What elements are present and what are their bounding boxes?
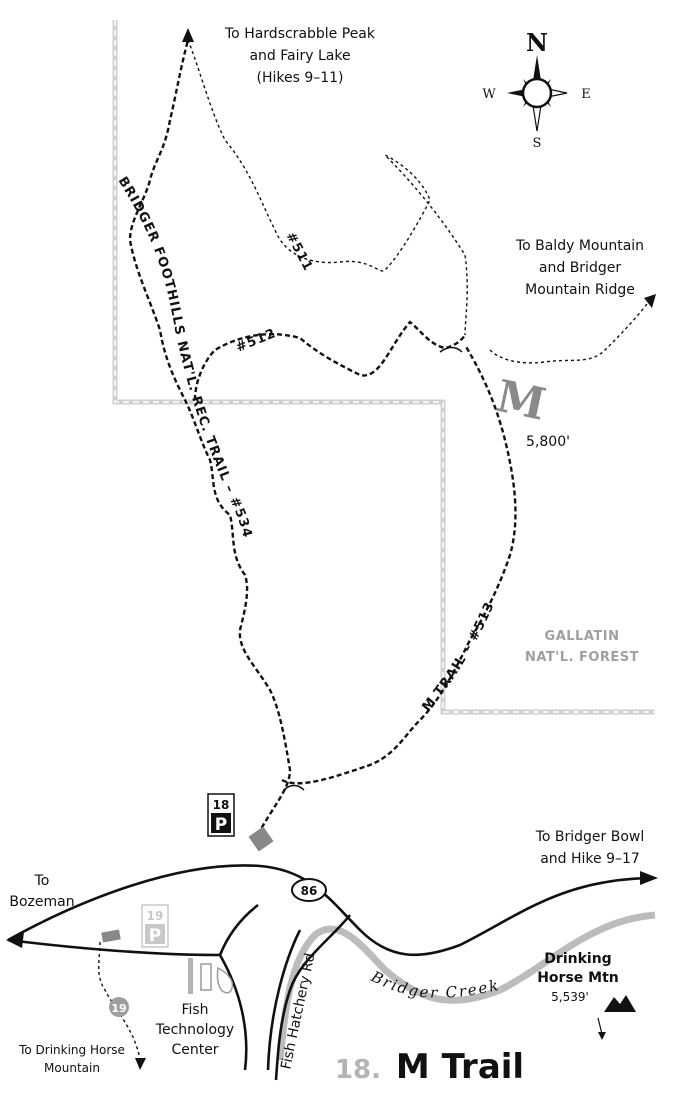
- trail-513: [281, 344, 517, 785]
- label-drinking-horse-peak: Drinking Horse Mtn 5,539': [537, 951, 619, 1004]
- svg-text:Mountain: Mountain: [44, 1061, 100, 1075]
- svg-text:Technology: Technology: [155, 1022, 234, 1038]
- svg-text:P: P: [215, 815, 227, 835]
- drinking-horse-pointer: [597, 1017, 603, 1035]
- trail-534-label: BRIDGER FOOTHILLS NAT'L. REC. TRAIL – #5…: [115, 174, 255, 540]
- trail-drinking-horse: [98, 941, 141, 1061]
- trailhead-lot-19: [101, 929, 121, 943]
- svg-text:To Bridger Bowl: To Bridger Bowl: [535, 829, 645, 845]
- bozeman-road-south: [7, 938, 221, 957]
- north-trail-arrow: [182, 28, 194, 42]
- map-number: 18.: [335, 1055, 381, 1085]
- label-bozeman: To Bozeman: [9, 873, 74, 910]
- svg-text:Bozeman: Bozeman: [9, 894, 74, 910]
- compass-rose-icon: [507, 55, 568, 132]
- fish-center-road: [218, 903, 259, 956]
- svg-text:Mountain Ridge: Mountain Ridge: [525, 282, 635, 298]
- fish-center-building-c: [216, 966, 234, 994]
- roads: [7, 864, 651, 1081]
- drinking-horse-pointer-head: [598, 1032, 606, 1040]
- junction-arrow-513: [283, 784, 305, 791]
- compass-s: S: [533, 136, 542, 151]
- parking-19-icon: 19 P: [141, 904, 169, 948]
- label-fish-center: Fish Technology Center: [155, 1002, 234, 1058]
- trail-512-label: #512: [234, 326, 279, 356]
- fish-center-building-b: [200, 963, 212, 991]
- drinking-horse-arrow: [135, 1058, 146, 1070]
- svg-text:P: P: [149, 926, 161, 946]
- svg-text:Drinking: Drinking: [544, 951, 611, 967]
- svg-text:and Hike 9–17: and Hike 9–17: [540, 851, 640, 867]
- trail-511: [187, 39, 468, 336]
- m-letter: M: [492, 371, 550, 431]
- svg-text:18: 18: [213, 798, 230, 812]
- svg-text:Center: Center: [171, 1042, 218, 1058]
- svg-text:and Fairy Lake: and Fairy Lake: [249, 48, 350, 64]
- svg-text:19: 19: [147, 909, 164, 923]
- trailhead-19-number: 19: [111, 1002, 126, 1015]
- bridger-bowl-arrow: [640, 871, 658, 885]
- fish-center-building-a: [188, 958, 193, 994]
- trailhead-lot-18: [248, 826, 274, 852]
- svg-text:To Hardscrabble Peak: To Hardscrabble Peak: [224, 26, 376, 42]
- compass-e: E: [581, 87, 591, 102]
- compass-n: N: [526, 28, 548, 57]
- trail-512: [193, 320, 467, 401]
- highway-86: [7, 864, 651, 957]
- svg-text:(Hikes 9–11): (Hikes 9–11): [256, 70, 343, 86]
- svg-text:To: To: [34, 873, 50, 889]
- compass-w: W: [482, 87, 496, 102]
- baldy-arrow: [644, 294, 656, 308]
- gallatin-forest-label: GALLATIN NAT'L. FOREST: [525, 629, 639, 665]
- trailhead-19-marker: [109, 997, 129, 1017]
- svg-text:GALLATIN: GALLATIN: [545, 629, 620, 644]
- svg-text:Fish: Fish: [181, 1002, 208, 1018]
- bridger-creek: [276, 911, 656, 1061]
- center-loop-road: [218, 954, 248, 1071]
- map-title: M Trail: [396, 1047, 524, 1087]
- svg-text:NAT'L. FOREST: NAT'L. FOREST: [525, 650, 639, 665]
- trails: [98, 39, 651, 1061]
- label-drinking-horse-to: To Drinking Horse Mountain: [18, 1043, 125, 1075]
- forest-boundary: [112, 20, 655, 715]
- svg-text:and Bridger: and Bridger: [539, 260, 621, 276]
- label-bridger-bowl: To Bridger Bowl and Hike 9–17: [535, 829, 645, 867]
- trail-513-label: M TRAIL – #513: [419, 599, 497, 714]
- svg-text:To Baldy Mountain: To Baldy Mountain: [515, 238, 644, 254]
- svg-text:86: 86: [301, 884, 318, 898]
- trail-534: [128, 39, 292, 836]
- label-hardscrabble: To Hardscrabble Peak and Fairy Lake (Hik…: [224, 26, 376, 86]
- side-road: [266, 929, 302, 1071]
- bozeman-arrow: [6, 932, 24, 948]
- svg-text:Horse Mtn: Horse Mtn: [537, 970, 619, 986]
- parking-18-icon: 18 P: [207, 793, 235, 837]
- trail-511-label: #511: [282, 230, 315, 274]
- m-elevation: 5,800': [526, 434, 570, 450]
- svg-text:To Drinking Horse: To Drinking Horse: [18, 1043, 125, 1057]
- svg-text:5,539': 5,539': [551, 990, 589, 1004]
- junction-arrow-m: [439, 346, 463, 353]
- fish-hatchery-road: [274, 914, 352, 1081]
- label-baldy: To Baldy Mountain and Bridger Mountain R…: [515, 238, 644, 298]
- trail-baldy-spur: [489, 299, 651, 364]
- highway-86-shield: 86: [291, 878, 327, 902]
- drinking-horse-peak-icon: [604, 995, 636, 1012]
